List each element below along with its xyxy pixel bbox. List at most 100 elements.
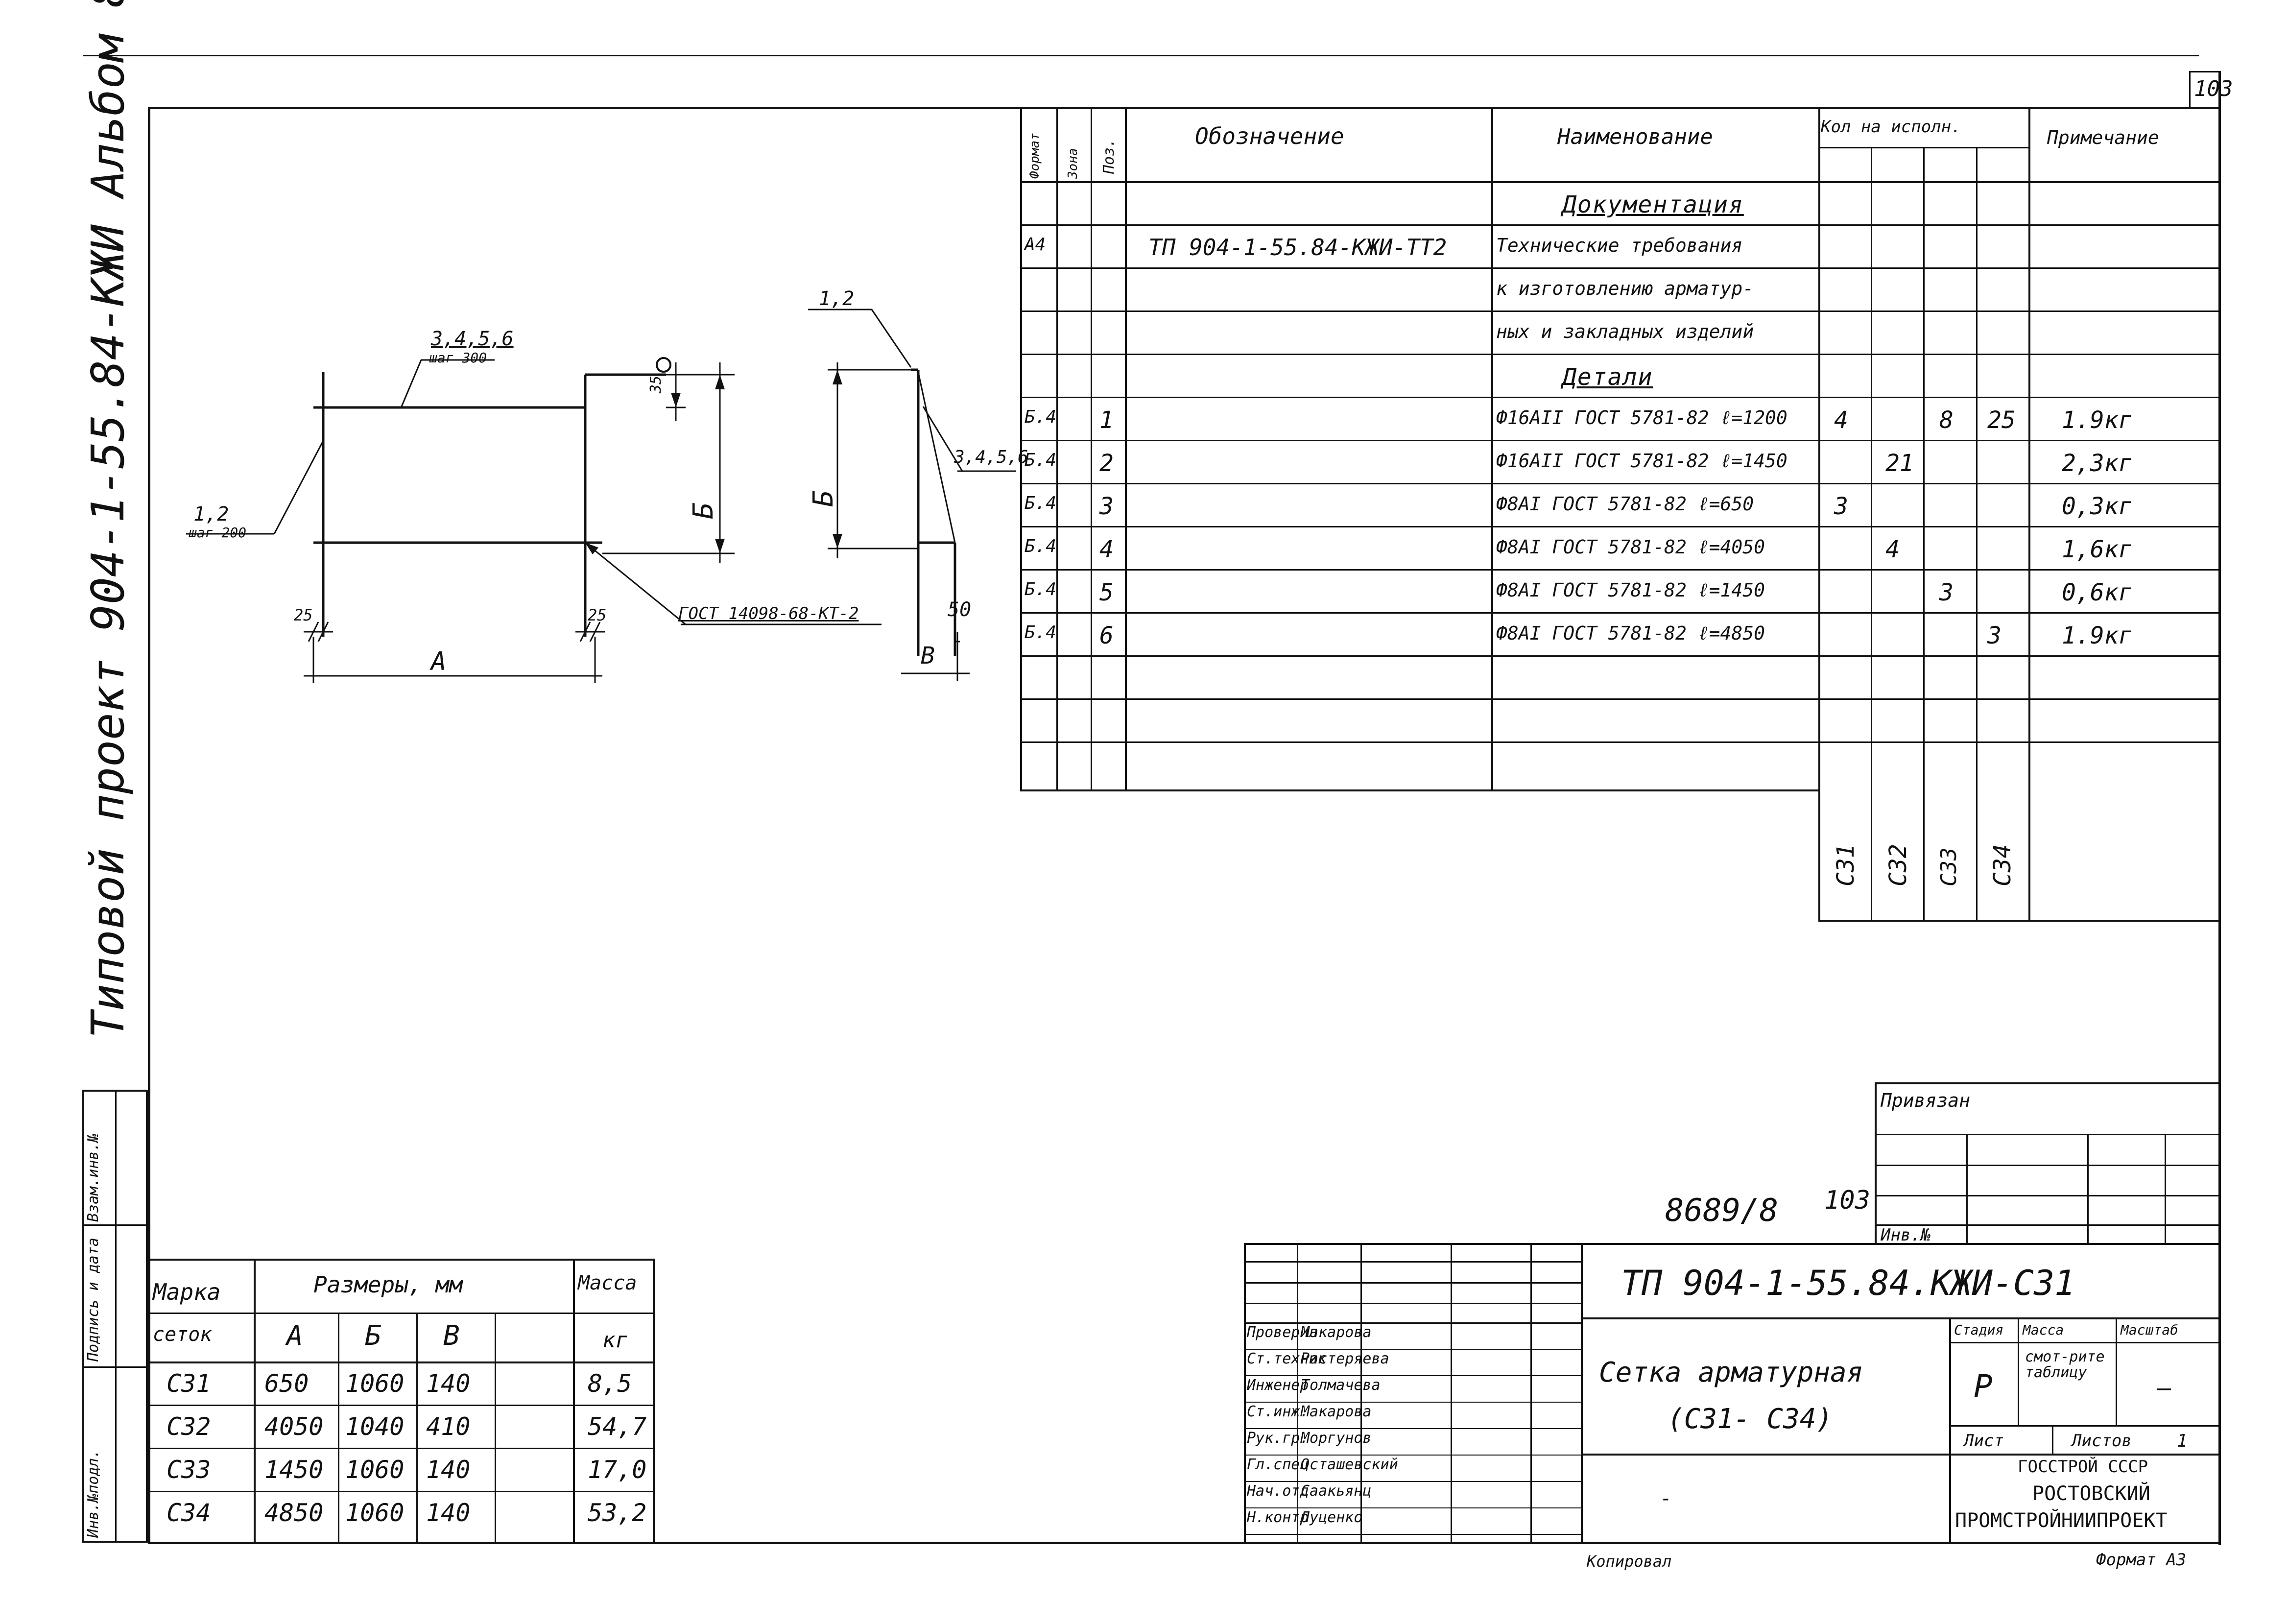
marks-a: 650 bbox=[264, 1369, 309, 1398]
page-number: 103 bbox=[2194, 76, 2233, 101]
dim-b: Б bbox=[687, 502, 719, 519]
spec-note: 2,3кг bbox=[2062, 450, 2133, 477]
mass-value: смот-рите таблицу bbox=[2025, 1348, 2105, 1381]
spec-name: Ф8АI ГОСТ 5781-82 ℓ=650 bbox=[1496, 493, 1754, 515]
label-step300: шаг 300 bbox=[429, 350, 487, 366]
marks-b: 1040 bbox=[345, 1412, 405, 1441]
spec-qty-c32: 21 bbox=[1885, 450, 1914, 477]
marks-mark: С32 bbox=[167, 1412, 211, 1441]
signer-row-line bbox=[1244, 1428, 1582, 1429]
header-name: Наименование bbox=[1557, 124, 1713, 149]
spec-note: 1.9кг bbox=[2062, 406, 2133, 434]
signer-name: Растеряева bbox=[1301, 1350, 1389, 1367]
spec-pos: 1 bbox=[1099, 406, 1114, 434]
marks-col-a: А bbox=[286, 1320, 303, 1352]
spec-name: ных и закладных изделий bbox=[1496, 321, 1754, 342]
frame-bottom bbox=[148, 1542, 2221, 1544]
copied-label: Копировал bbox=[1587, 1552, 1672, 1571]
mass-label: Масса bbox=[2023, 1322, 2064, 1338]
spec-pos: 5 bbox=[1099, 579, 1114, 606]
stage-value: Р bbox=[1974, 1369, 1993, 1405]
title-line-1: Сетка арматурная bbox=[1599, 1357, 1863, 1388]
signer-role: Проверил bbox=[1247, 1324, 1318, 1341]
dim-25-right: 25 bbox=[588, 606, 607, 624]
signer-row-line bbox=[1244, 1402, 1582, 1403]
signer-role: Ст.техник bbox=[1247, 1350, 1327, 1367]
archive-number: 8689/8 bbox=[1665, 1193, 1779, 1229]
spec-qty-c34: 25 bbox=[1987, 406, 2016, 434]
spec-qty-c31: 3 bbox=[1834, 493, 1848, 520]
header-qty: Кол на исполн. bbox=[1821, 117, 1961, 137]
spec-note: 0,3кг bbox=[2062, 493, 2133, 520]
spec-designation: ТП 904-1-55.84-КЖИ-ТТ2 bbox=[1148, 234, 1447, 261]
signer-row-line bbox=[1244, 1349, 1582, 1350]
spec-format: Б.4 bbox=[1025, 579, 1057, 599]
side-dim-v: В bbox=[921, 642, 935, 669]
signer-row-line bbox=[1244, 1375, 1582, 1376]
org-line-2: РОСТОВСКИЙ bbox=[2032, 1482, 2150, 1505]
marks-mass: 53,2 bbox=[588, 1499, 647, 1527]
header-designation: Обозначение bbox=[1195, 123, 1344, 149]
spec-format: Б.4 bbox=[1025, 493, 1057, 513]
spec-name: Ф16АII ГОСТ 5781-82 ℓ=1200 bbox=[1496, 407, 1788, 429]
signer-role: Нач.отд bbox=[1247, 1482, 1309, 1500]
marks-a: 1450 bbox=[264, 1456, 324, 1484]
marks-mass: 54,7 bbox=[588, 1412, 647, 1441]
spec-format: Б.4 bbox=[1025, 450, 1057, 470]
marks-a: 4850 bbox=[264, 1499, 324, 1527]
spec-pos: 4 bbox=[1099, 536, 1114, 563]
binding-label: Привязан bbox=[1881, 1090, 1971, 1111]
frame-right bbox=[2218, 71, 2221, 1545]
marks-unit-mass: кг bbox=[602, 1328, 628, 1353]
side-dim-50: 50 bbox=[948, 598, 972, 621]
spec-heading: Документация bbox=[1562, 191, 1744, 218]
signer-role: Рук.гр. bbox=[1247, 1430, 1309, 1447]
dim-a: А bbox=[431, 647, 447, 676]
spec-name: Технические требования bbox=[1496, 235, 1743, 256]
sheets-label: Листов bbox=[2072, 1431, 2132, 1451]
label-12: 1,2 bbox=[193, 503, 229, 525]
spec-pos: 2 bbox=[1099, 450, 1114, 477]
signer-name: Макарова bbox=[1301, 1403, 1372, 1420]
title-line-2: (С31- С34) bbox=[1668, 1403, 1833, 1435]
signer-row-line bbox=[1244, 1507, 1582, 1508]
marks-mark: С33 bbox=[167, 1456, 211, 1484]
side-label-3456: 3,4,5,6 bbox=[954, 447, 1028, 467]
marks-mark: С34 bbox=[167, 1499, 211, 1527]
spec-name: Ф8АI ГОСТ 5781-82 ℓ=4050 bbox=[1496, 536, 1765, 558]
signer-name: Луценко bbox=[1301, 1509, 1363, 1526]
signer-name: Моргунов bbox=[1301, 1430, 1372, 1447]
spec-pos: 6 bbox=[1099, 622, 1114, 649]
scale-value: — bbox=[2157, 1374, 2171, 1402]
title-dash: - bbox=[1660, 1487, 1672, 1510]
signer-name: Толмачева bbox=[1301, 1377, 1381, 1394]
spec-qty-c34: 3 bbox=[1987, 622, 2002, 649]
spec-heading: Детали bbox=[1562, 363, 1653, 391]
signer-name: Саакьянц bbox=[1301, 1482, 1372, 1500]
spec-note: 0,6кг bbox=[2062, 579, 2133, 606]
signer-name: Макарова bbox=[1301, 1324, 1372, 1341]
spec-name: Ф8АI ГОСТ 5781-82 ℓ=1450 bbox=[1496, 579, 1765, 601]
marks-header-mass: Масса bbox=[578, 1272, 637, 1294]
side-label-12: 1,2 bbox=[819, 287, 855, 310]
marks-b: 1060 bbox=[345, 1499, 405, 1527]
marks-mark: С31 bbox=[167, 1369, 211, 1398]
gost-weld-label: ГОСТ 14098-68-КТ-2 bbox=[678, 604, 859, 623]
sheet-label: Лист bbox=[1964, 1431, 2004, 1451]
marks-col-b: Б bbox=[365, 1320, 381, 1352]
stage-label: Стадия bbox=[1954, 1322, 2004, 1338]
marks-mass: 17,0 bbox=[588, 1456, 647, 1484]
marks-col-v: В bbox=[443, 1320, 460, 1352]
scale-label: Масштаб bbox=[2121, 1322, 2179, 1338]
marks-mass: 8,5 bbox=[588, 1369, 632, 1398]
marks-b: 1060 bbox=[345, 1369, 405, 1398]
spec-name: Ф8АI ГОСТ 5781-82 ℓ=4850 bbox=[1496, 622, 1765, 644]
spec-note: 1,6кг bbox=[2062, 536, 2133, 563]
marks-v: 410 bbox=[426, 1412, 471, 1441]
frame-top bbox=[149, 107, 2221, 109]
spec-qty-c31: 4 bbox=[1834, 406, 1848, 434]
signer-name: Осташевский bbox=[1301, 1456, 1398, 1473]
signer-row-line bbox=[1244, 1481, 1582, 1482]
spec-qty-c33: 3 bbox=[1939, 579, 1954, 606]
